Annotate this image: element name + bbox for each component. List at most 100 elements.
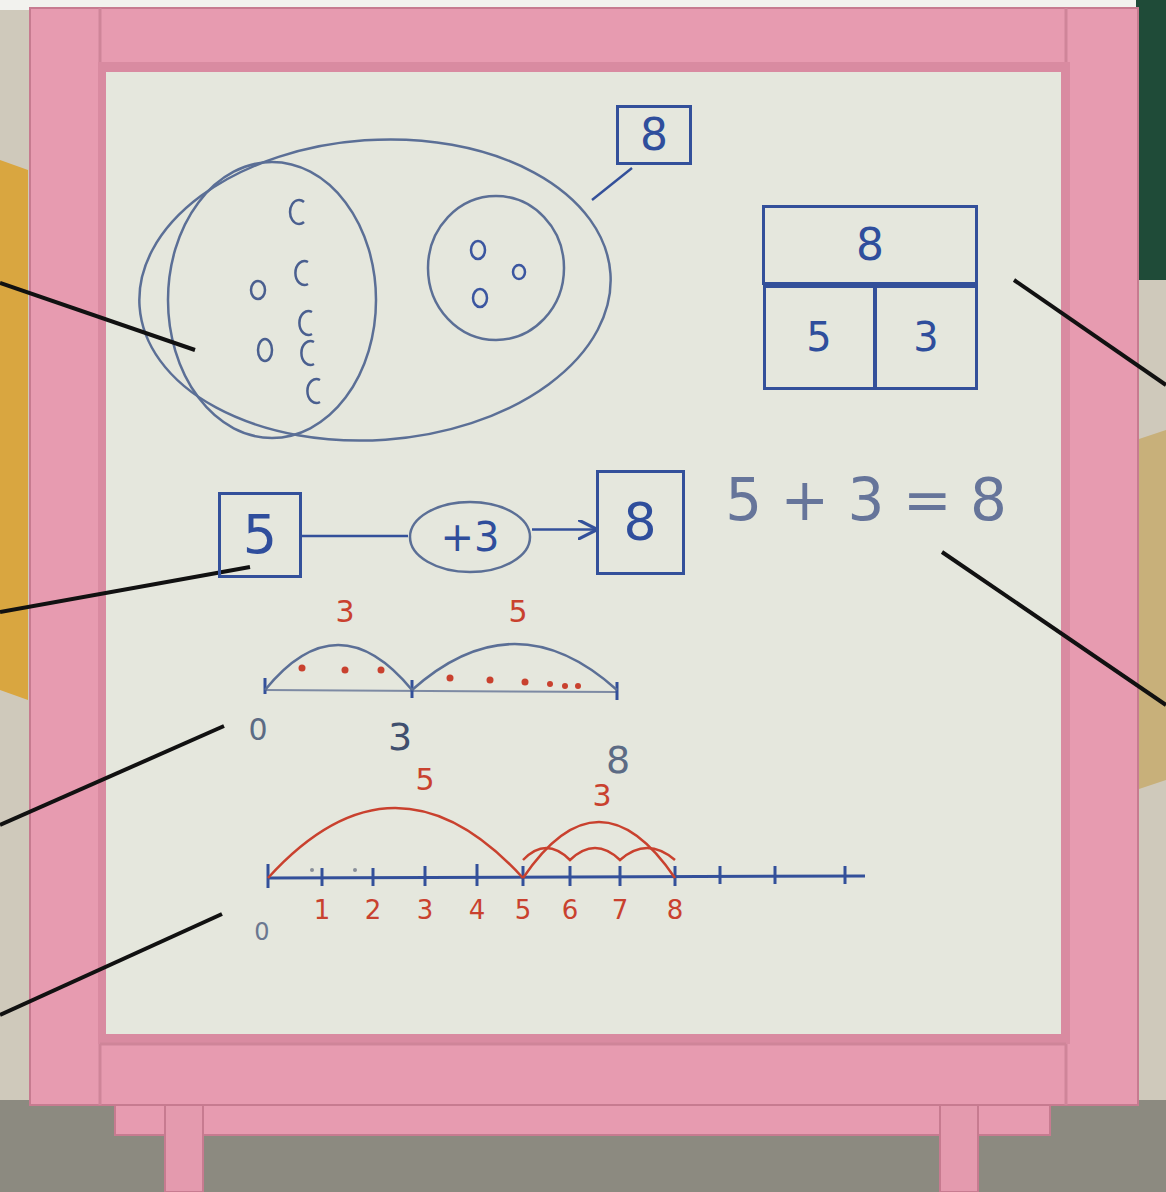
tick: [616, 682, 619, 700]
connector: [302, 535, 408, 538]
operator-oval: +3: [408, 500, 532, 574]
line-number: 2: [365, 897, 382, 923]
whole-set-oval: [129, 124, 621, 456]
line-number: 6: [562, 897, 579, 923]
leader-line: [0, 914, 222, 1015]
line-number: 5: [515, 897, 532, 923]
line-number: 7: [612, 897, 629, 923]
easel-rail: [115, 1105, 1050, 1135]
node-text: 5: [243, 508, 277, 562]
yellow-object: [0, 160, 28, 700]
frame-edge: [100, 1043, 1066, 1046]
part-set-oval: [168, 162, 376, 438]
count-dot: [487, 677, 494, 684]
jump-arc: [412, 644, 617, 690]
counter: [301, 341, 314, 365]
counter: [290, 200, 304, 224]
easel-leg: [940, 1105, 978, 1192]
node-text: 3: [913, 317, 938, 357]
line-number: 3: [388, 718, 412, 756]
leader-line: [942, 552, 1166, 705]
line-number: 8: [606, 741, 630, 779]
count-dot: [562, 683, 568, 689]
tick: [569, 866, 572, 886]
leader-line: [0, 567, 250, 612]
tag-line: [592, 168, 632, 200]
tick: [719, 866, 722, 884]
jump-size: 3: [592, 781, 611, 811]
counter: [299, 311, 312, 335]
result-box: 8: [596, 470, 685, 575]
count-dot: [342, 667, 349, 674]
part-cell: 5: [763, 285, 876, 390]
count-dots: [299, 665, 582, 690]
tick: [476, 864, 479, 886]
line-number: 0: [254, 920, 269, 944]
count-dot: [378, 667, 385, 674]
counter: [513, 265, 525, 279]
counter: [473, 289, 487, 307]
jump-size: 3: [335, 597, 354, 627]
part-set-oval: [428, 196, 564, 340]
ticks: [268, 864, 845, 888]
table: [1136, 430, 1166, 790]
count-dot: [575, 683, 581, 689]
counter: [251, 281, 265, 299]
tick: [372, 868, 375, 886]
start-box: 5: [218, 492, 302, 578]
connector: [532, 528, 596, 531]
green-board: [1136, 0, 1166, 280]
line-number: 1: [314, 897, 331, 923]
node-text: +3: [441, 517, 500, 557]
whiteboard: [106, 72, 1061, 1034]
leader-line: [1014, 280, 1166, 385]
line-number: 3: [417, 897, 434, 923]
count-dot: [522, 679, 529, 686]
tick: [844, 866, 847, 884]
tick: [774, 866, 777, 884]
line-number: 4: [469, 897, 486, 923]
tick: [321, 868, 324, 886]
counter: [307, 379, 320, 403]
floor: [0, 1100, 1166, 1192]
whole-cell: 8: [762, 205, 978, 285]
node-text: 8: [640, 113, 668, 157]
stray-dot: [353, 868, 357, 872]
jump-arc: [268, 808, 523, 878]
counter: [295, 261, 308, 285]
node-text: 8: [856, 223, 884, 267]
stray-dot: [310, 868, 314, 872]
total-box: 8: [616, 105, 692, 165]
number-line: [265, 690, 618, 692]
frame-bevel: [98, 62, 1070, 1044]
step-arcs: [523, 848, 675, 860]
count-dot: [299, 665, 306, 672]
easel-frame: [30, 8, 1138, 1105]
jump-arc: [265, 645, 412, 690]
jump-arc: [523, 822, 675, 878]
tick: [619, 866, 622, 886]
leader-lines: [0, 280, 1166, 1015]
jump-size: 5: [508, 597, 527, 627]
line-number: 0: [248, 715, 267, 745]
leader-line: [0, 726, 224, 825]
equation: 5 + 3 = 8: [725, 471, 1007, 529]
tick: [424, 866, 427, 886]
line-number: 8: [667, 897, 684, 923]
node-text: 8: [623, 496, 656, 548]
count-dot: [547, 681, 553, 687]
jump-size: 5: [415, 765, 434, 795]
counter: [258, 339, 272, 361]
part-cell: 3: [874, 285, 978, 390]
count-dot: [447, 675, 454, 682]
leader-line: [0, 283, 195, 350]
easel-leg: [165, 1105, 203, 1192]
tick: [264, 678, 267, 694]
node-text: 5: [806, 317, 831, 357]
counter: [471, 241, 485, 259]
oval-shape: [410, 502, 530, 572]
